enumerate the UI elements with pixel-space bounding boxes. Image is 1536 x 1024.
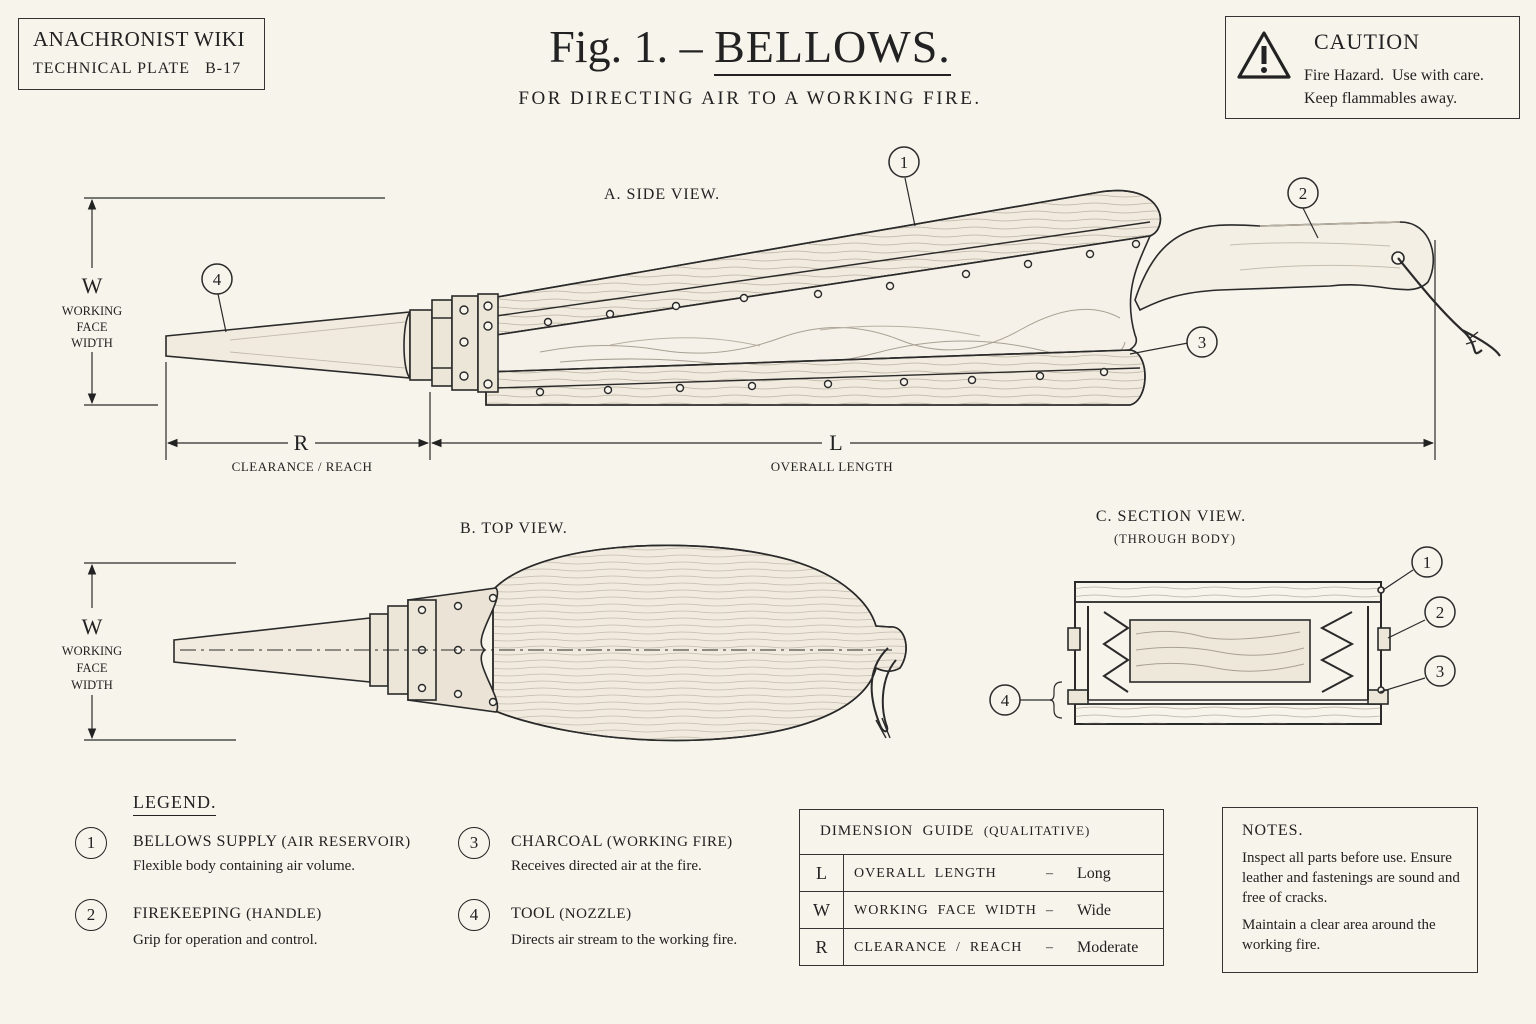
side-w-label-1: WORKING (62, 304, 122, 318)
side-callout-1: 1 (900, 153, 909, 172)
warning-icon (1237, 31, 1291, 79)
r-letter: R (294, 430, 309, 455)
side-w-label-2: FACE (76, 320, 107, 334)
plate-line-2: TECHNICAL PLATE B-17 (33, 60, 242, 77)
notes-paragraph-1: Inspect all parts before use. Ensure lea… (1242, 850, 1460, 906)
caution-line-1: Fire Hazard. Use with care. (1304, 67, 1484, 84)
top-dimension-lines (84, 562, 236, 741)
dimension-row-w: W WORKING FACE WIDTH – Wide (800, 891, 1163, 929)
top-w-label-3: WIDTH (71, 678, 113, 692)
caution-box: CAUTION Fire Hazard. Use with care. Keep… (1225, 16, 1520, 119)
legend-item-4-desc: Directs air stream to the working fire. (511, 932, 738, 948)
l-label: OVERALL LENGTH (771, 459, 893, 474)
side-w-letter: W (82, 273, 103, 298)
dimension-row-l: L OVERALL LENGTH – Long (800, 854, 1163, 892)
legend-item-2-title: FIREKEEPING (HANDLE) (133, 905, 322, 922)
l-letter: L (829, 430, 842, 455)
section-view-sublabel: (THROUGH BODY) (1114, 532, 1236, 546)
figure-subtitle: FOR DIRECTING AIR TO A WORKING FIRE. (518, 88, 982, 109)
notes-title: NOTES. (1242, 822, 1304, 839)
notes-paragraph-2: Maintain a clear area around the working… (1242, 917, 1436, 953)
callout-circles (201, 146, 1456, 716)
legend-num-4: 4 (458, 899, 490, 931)
figure-prefix: Fig. 1. – (549, 21, 715, 72)
side-dimension-lines (84, 197, 1436, 460)
legend-item-4-title: TOOL (NOZZLE) (511, 905, 632, 922)
side-callout-leaders (217, 177, 1319, 355)
side-callout-2: 2 (1299, 184, 1308, 203)
top-view-drawing (173, 544, 907, 742)
plate-line-1: ANACHRONIST WIKI (33, 27, 245, 51)
legend-item-2-desc: Grip for operation and control. (133, 932, 318, 948)
section-callout-2: 2 (1436, 603, 1445, 622)
caution-title: CAUTION (1314, 29, 1420, 54)
legend-item-1-title: BELLOWS SUPPLY (AIR RESERVOIR) (133, 833, 411, 850)
section-view-label: C. SECTION VIEW. (1096, 508, 1246, 525)
top-w-label-2: FACE (76, 661, 107, 675)
side-w-label-3: WIDTH (71, 336, 113, 350)
top-view-label: B. TOP VIEW. (460, 520, 568, 537)
side-callout-4: 4 (213, 270, 222, 289)
legend-item-3-desc: Receives directed air at the fire. (511, 858, 702, 874)
section-callout-leaders (1020, 569, 1426, 719)
section-callout-3: 3 (1436, 662, 1445, 681)
side-callout-3: 3 (1198, 333, 1207, 352)
top-w-label-1: WORKING (62, 644, 122, 658)
section-callout-1: 1 (1423, 553, 1432, 572)
caution-line-2: Keep flammables away. (1304, 90, 1458, 107)
legend-num-2: 2 (75, 899, 107, 931)
legend-num-3: 3 (458, 827, 490, 859)
notes-box: NOTES. Inspect all parts before use. Ens… (1222, 807, 1478, 973)
section-view-drawing (1067, 581, 1391, 725)
legend-item-3-title: CHARCOAL (WORKING FIRE) (511, 833, 733, 850)
figure-title: Fig. 1. – BELLOWS. (420, 20, 1080, 76)
dimension-row-r: R CLEARANCE / REACH – Moderate (800, 928, 1163, 966)
legend-item-1-desc: Flexible body containing air volume. (133, 858, 356, 874)
plate-label: ANACHRONIST WIKI TECHNICAL PLATE B-17 (18, 18, 265, 90)
side-view-drawing (165, 189, 1501, 406)
r-label: CLEARANCE / REACH (232, 459, 373, 474)
section-callout-4: 4 (1001, 691, 1010, 710)
legend-title: LEGEND. (133, 792, 217, 816)
figure-name: BELLOWS. (714, 21, 951, 76)
dimension-guide-title: DIMENSION GUIDE (QUALITATIVE) (820, 823, 1091, 839)
legend-num-1: 1 (75, 827, 107, 859)
side-view-label: A. SIDE VIEW. (604, 186, 720, 203)
top-w-letter: W (82, 614, 103, 639)
dimension-guide-table: DIMENSION GUIDE (QUALITATIVE) L OVERALL … (799, 809, 1164, 966)
